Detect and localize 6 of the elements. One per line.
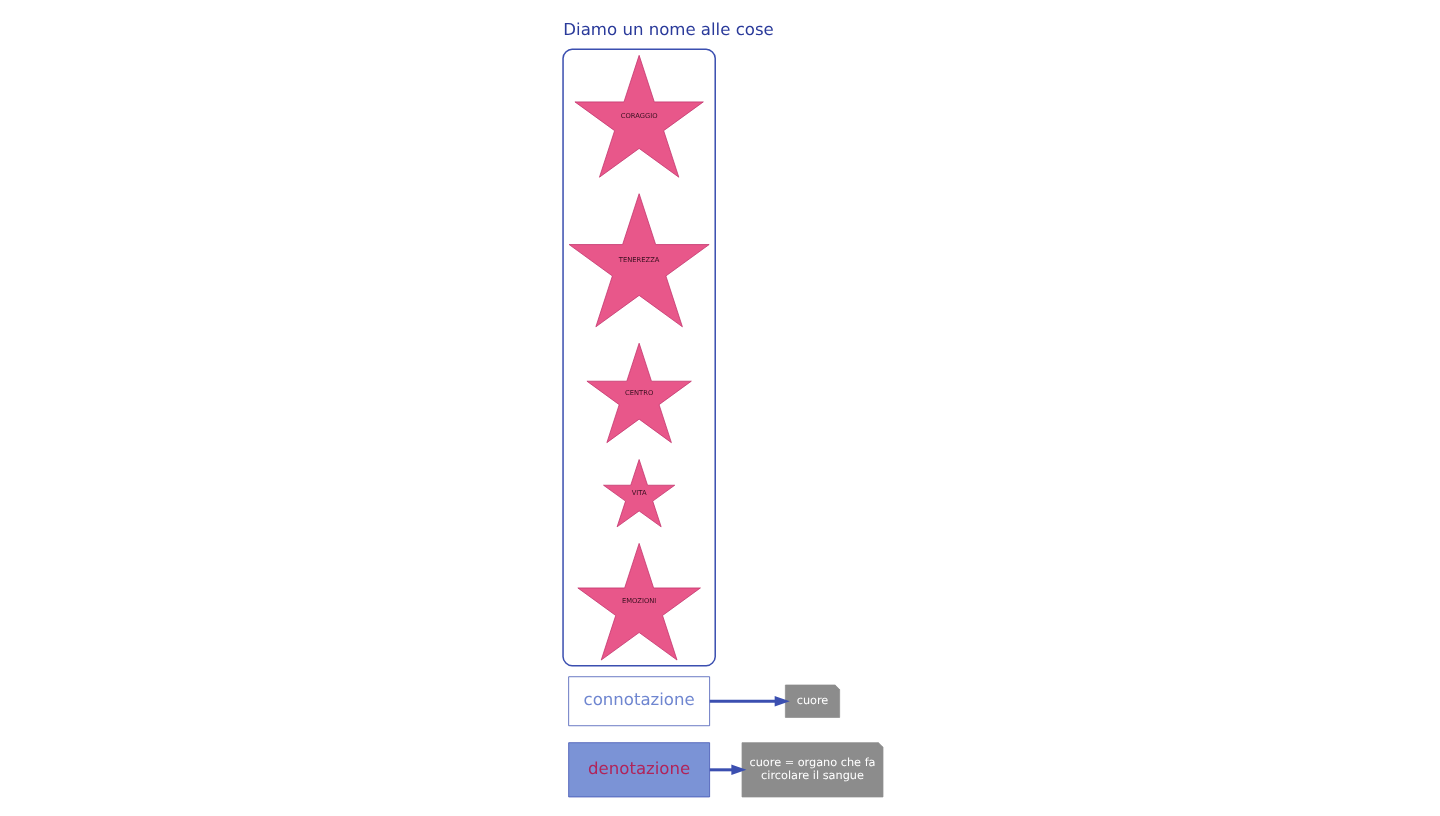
node-box: denotazione	[568, 742, 710, 798]
arrow	[709, 764, 747, 776]
diagram-title: Diamo un nome alle cose	[563, 19, 774, 40]
node-box: connotazione	[568, 676, 710, 727]
arrow	[709, 695, 790, 707]
cluster	[562, 48, 716, 667]
